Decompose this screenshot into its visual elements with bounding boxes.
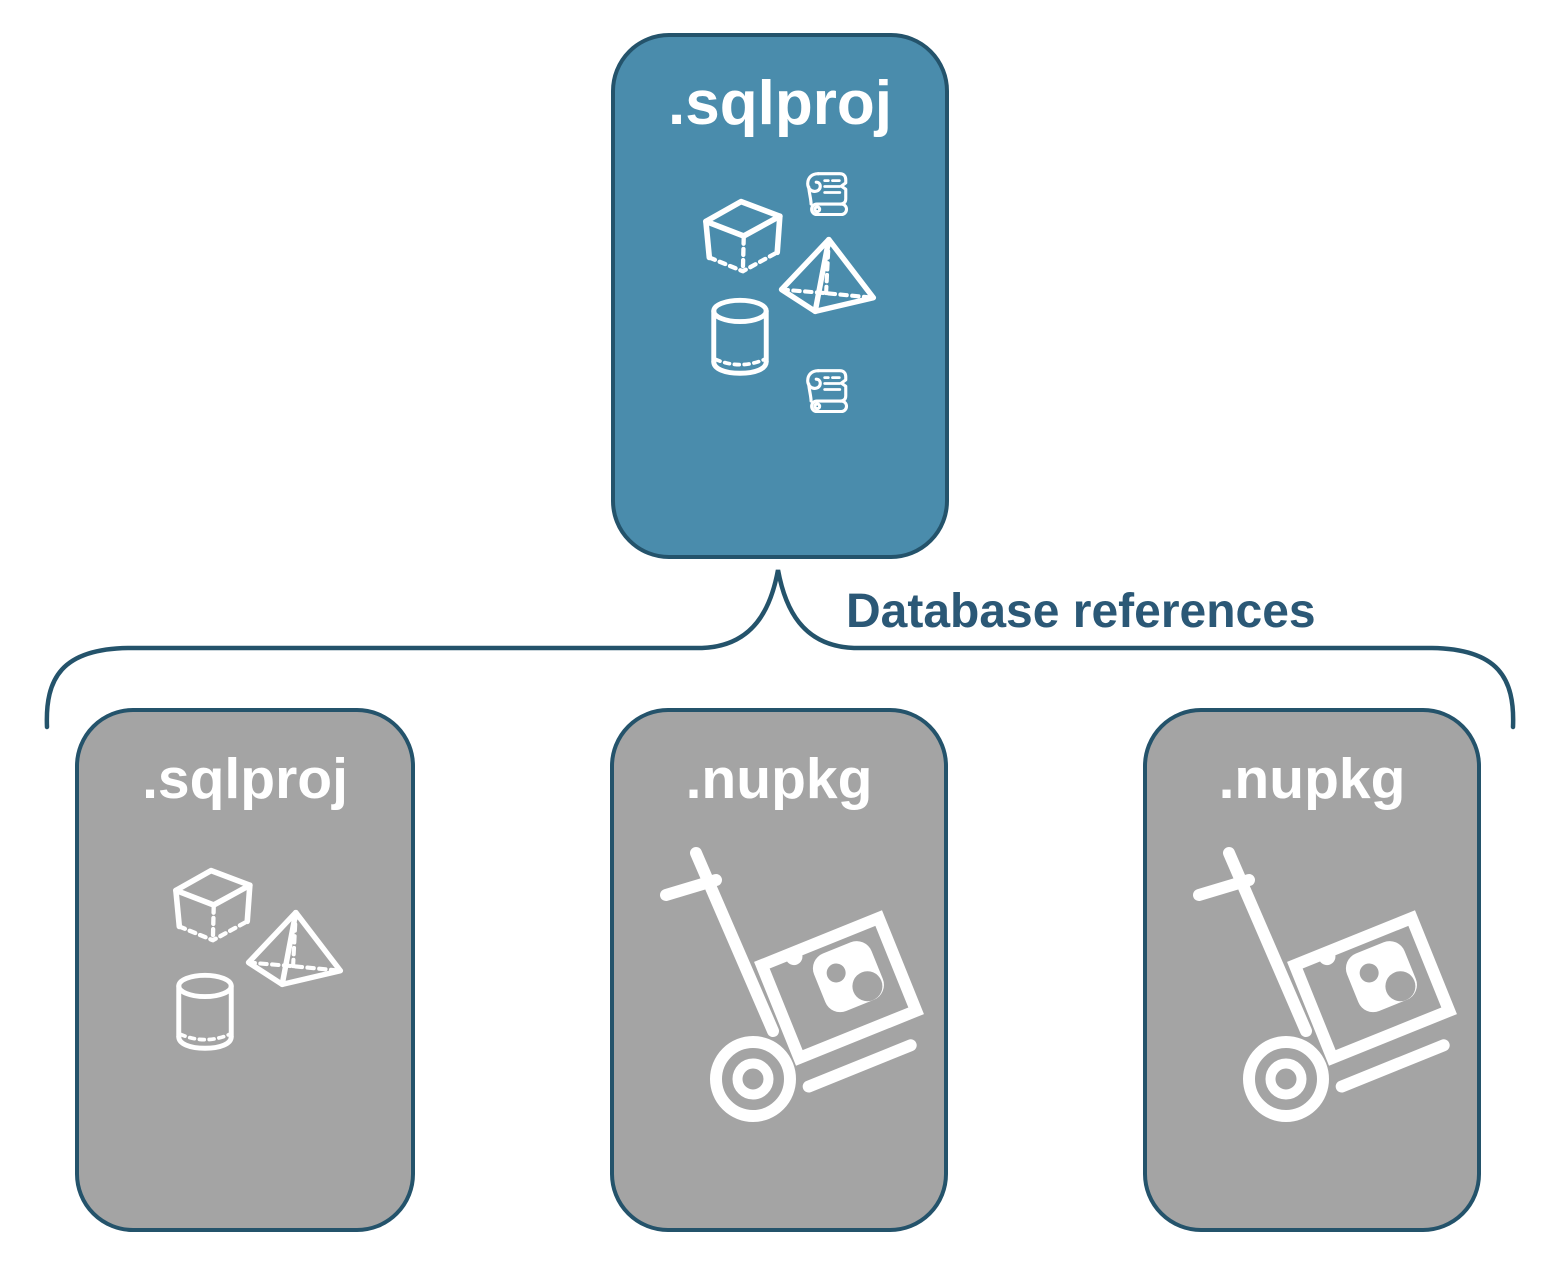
script-scroll-icon bbox=[806, 369, 849, 414]
child-box-title: .nupkg bbox=[685, 747, 873, 811]
cylinder-icon bbox=[711, 297, 769, 376]
pyramid-icon bbox=[245, 909, 344, 988]
cube-icon bbox=[173, 867, 253, 943]
cube-icon bbox=[703, 198, 783, 274]
child-box-sqlproj: .sqlproj bbox=[75, 708, 415, 1232]
nuget-dolly-icon bbox=[1193, 847, 1457, 1122]
child-box-title: .nupkg bbox=[1218, 747, 1406, 811]
nuget-dolly-icon bbox=[660, 847, 924, 1122]
root-box-title: .sqlproj bbox=[668, 69, 892, 138]
root-box-sqlproj: .sqlproj bbox=[611, 33, 949, 559]
pyramid-icon bbox=[778, 236, 877, 315]
script-scroll-icon bbox=[806, 172, 849, 217]
cylinder-icon bbox=[176, 972, 234, 1051]
child-box-title: .sqlproj bbox=[142, 747, 348, 811]
child-box-nupkg-1: .nupkg bbox=[610, 708, 948, 1232]
edge-label: Database references bbox=[846, 585, 1316, 638]
child-box-nupkg-2: .nupkg bbox=[1143, 708, 1481, 1232]
